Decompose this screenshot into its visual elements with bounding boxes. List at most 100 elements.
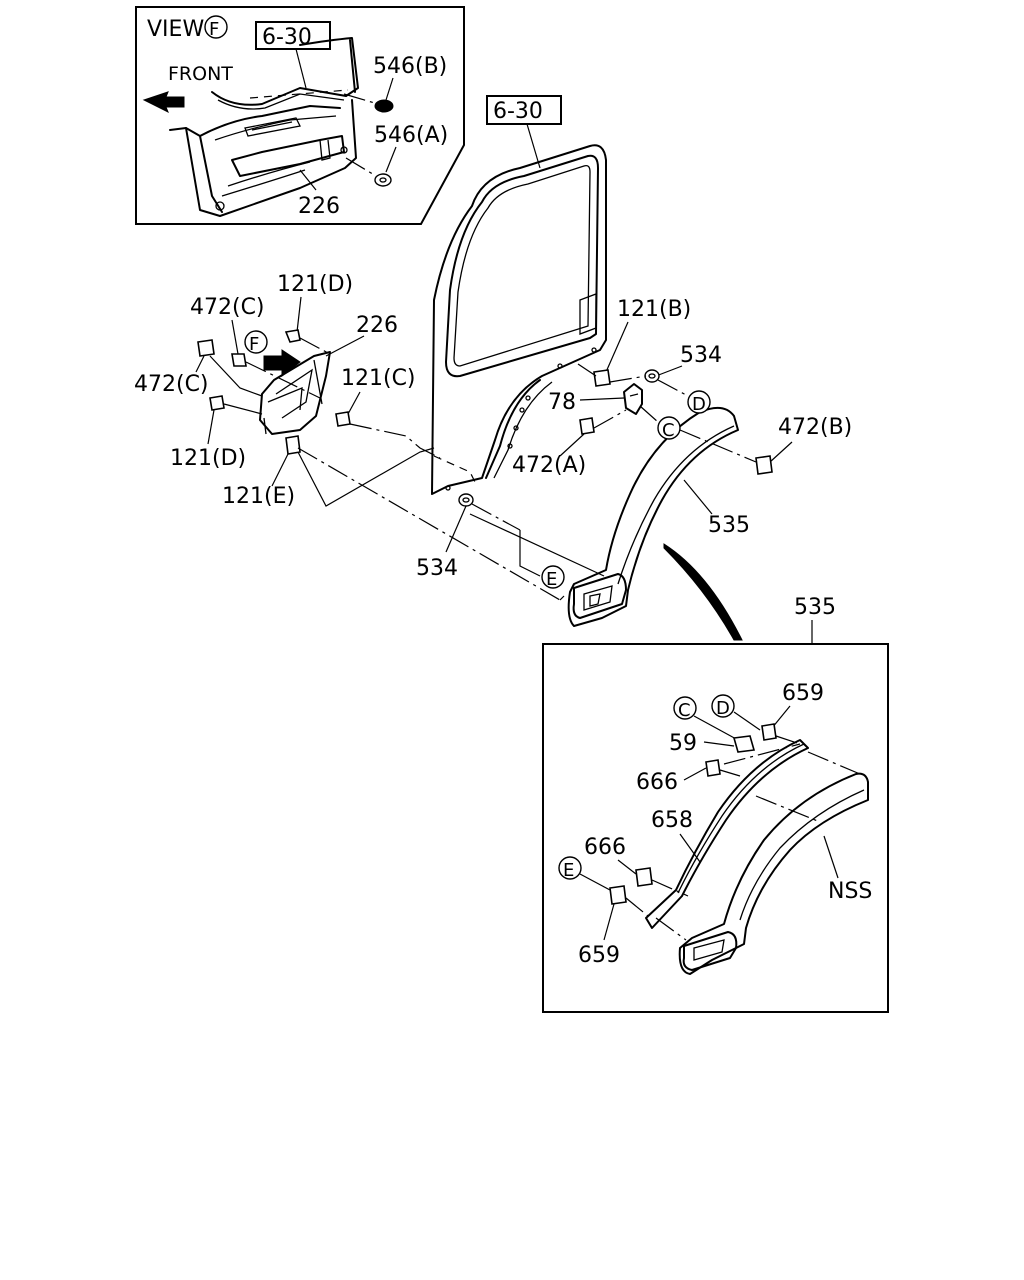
bolt-472b-icon — [755, 455, 773, 475]
door-ref: 6-30 — [493, 99, 543, 124]
leader-nss — [823, 835, 839, 879]
leader-121d-top — [296, 296, 302, 333]
callout-nss: NSS — [828, 879, 872, 904]
inset-frame — [135, 6, 465, 225]
strip-658 — [645, 739, 809, 929]
grommet-546a-icon — [374, 173, 392, 187]
callout-666-top: 666 — [636, 770, 678, 795]
front-label: FRONT — [168, 63, 233, 85]
leader-534-bottom — [445, 505, 467, 553]
callout-535-detail: 535 — [794, 595, 836, 620]
axis-121c — [349, 423, 441, 459]
callout-121d-bottom: 121(D) — [170, 446, 246, 471]
door-lower-step-inner — [493, 381, 553, 479]
leader-door-ref — [526, 123, 541, 169]
leader-472c-top — [231, 319, 239, 355]
screw-666-top-icon — [705, 759, 721, 777]
door-lower-step — [485, 379, 541, 479]
leader-59 — [703, 741, 735, 747]
door-window-inner — [453, 164, 591, 367]
view-f-inset: VIEW F 6-30 FRONT — [135, 6, 465, 225]
axis-121e-long — [297, 447, 561, 601]
callout-534-bottom: 534 — [416, 556, 458, 581]
callout-121e: 121(E) — [222, 484, 295, 509]
washer-534-bottom-icon — [458, 493, 474, 507]
clip-121b-icon — [593, 369, 611, 387]
inset-ref: 6-30 — [262, 25, 312, 50]
leader-535 — [683, 479, 713, 515]
callout-659-top: 659 — [782, 681, 824, 706]
detail-axis-top — [807, 751, 861, 775]
leader-666-bottom — [617, 859, 637, 875]
leader-472c-left — [195, 355, 205, 373]
callout-472a: 472(A) — [512, 453, 586, 478]
leader-666-top — [683, 767, 707, 781]
marker-d-circle — [687, 390, 711, 414]
callout-121b: 121(B) — [617, 297, 691, 322]
marker-c-detail-circle — [673, 696, 697, 720]
marker-c-detail: C — [678, 700, 691, 721]
marker-c: C — [662, 420, 675, 441]
callout-666-bottom: 666 — [584, 835, 626, 860]
leader-472b — [769, 441, 793, 463]
nut-59-icon — [732, 735, 756, 753]
marker-e-circle — [541, 565, 565, 589]
leader-121b — [605, 321, 629, 373]
front-arrow-icon — [142, 91, 185, 114]
right-hardware: 121(B) 534 D 78 C 472(A) 472(B) 535 534 — [416, 297, 852, 590]
leader-658 — [679, 833, 701, 863]
callout-659-bottom: 659 — [578, 943, 620, 968]
leader-546b — [385, 77, 394, 101]
door-ref-box — [486, 95, 562, 125]
leader-121d-bottom — [207, 409, 215, 445]
marker-d: D — [692, 394, 706, 415]
fender-outer — [567, 406, 739, 627]
clip-121e-icon — [285, 435, 301, 455]
door-mirror-plate — [579, 293, 597, 335]
callout-535: 535 — [708, 513, 750, 538]
leader-121e — [271, 453, 289, 487]
callout-546b: 546(B) — [373, 54, 447, 79]
marker-d-detail: D — [716, 698, 730, 719]
detail-arrow-icon — [663, 543, 743, 641]
callout-121d-top: 121(D) — [277, 272, 353, 297]
door-outer — [431, 144, 607, 495]
callout-658: 658 — [651, 808, 693, 833]
inset-cab-panel — [169, 37, 359, 217]
view-marker: F — [209, 19, 219, 40]
detail-frame — [542, 643, 889, 1013]
view-title: VIEW — [147, 17, 204, 42]
axis-e — [519, 530, 541, 577]
detail-axis-mid — [755, 795, 821, 823]
axis-546b — [343, 93, 379, 105]
marker-e: E — [546, 569, 557, 590]
washer-534-top-icon — [644, 369, 660, 383]
screw-659-bottom-icon — [609, 885, 627, 905]
marker-f: F — [249, 334, 259, 355]
inset-ref-box — [255, 21, 331, 50]
left-hardware: F 121(D) 472(C) 226 472(C) 121(C) 121(D)… — [134, 272, 565, 601]
leader-534-top — [655, 365, 683, 377]
leader-659-bottom — [603, 903, 615, 941]
view-arrow-icon — [263, 349, 301, 378]
marker-f-circle — [244, 330, 268, 354]
screw-121d-top-icon — [284, 329, 301, 343]
axis-472b — [679, 429, 757, 463]
marker-e-detail-circle — [558, 856, 582, 880]
screw-121d-bottom-icon — [209, 395, 225, 411]
leader-121c — [347, 391, 361, 415]
leader-546a — [385, 146, 397, 173]
grommet-546b-icon — [374, 99, 394, 113]
view-marker-circle — [204, 15, 228, 39]
leader-inset-ref — [295, 48, 307, 89]
callout-59: 59 — [669, 731, 697, 756]
callout-226: 226 — [356, 313, 398, 338]
hinge-78-icon — [623, 383, 643, 415]
clip-121c-icon — [335, 411, 351, 427]
screw-659-top-icon — [761, 723, 777, 741]
leader-472a — [559, 433, 585, 457]
bolt-472a-icon — [579, 417, 595, 435]
axis-546a — [345, 157, 377, 177]
leader-659-top — [771, 705, 791, 729]
